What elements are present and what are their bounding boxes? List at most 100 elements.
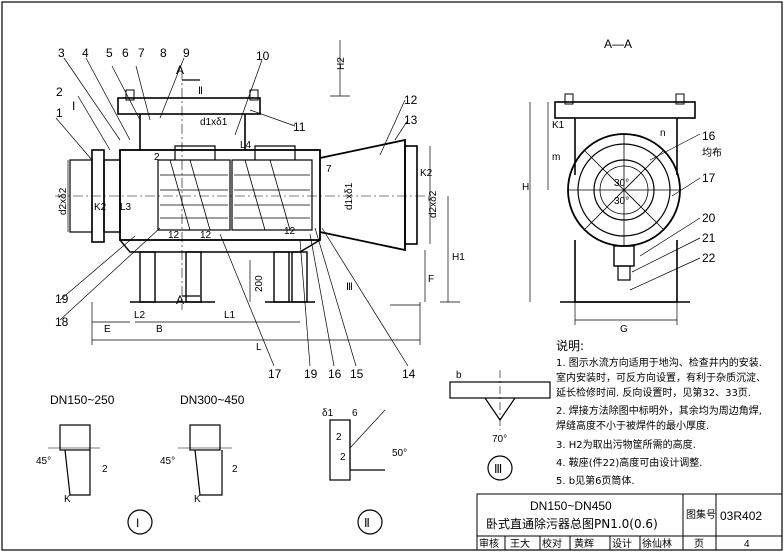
dim-l4: L4 <box>240 140 252 151</box>
review-signature: 王大 <box>510 537 530 550</box>
dim-l: L <box>256 342 262 353</box>
part-8: 8 <box>160 46 167 60</box>
review-label: 审核 <box>479 537 499 550</box>
page-label: 页 <box>694 538 704 550</box>
dim-d2xd2-right: d2xδ2 <box>428 190 439 218</box>
detail-k-b: K <box>194 494 201 505</box>
notes-line-3: 延长检修时间. 反向设置时，见第32、33页. <box>556 386 751 399</box>
part-10: 10 <box>256 49 270 63</box>
cover-bolt-right <box>249 89 259 101</box>
dim-d2xd2-left: d2xδ2 <box>58 187 69 215</box>
detail-drawings <box>48 370 551 535</box>
detail-circle-II: Ⅱ <box>364 516 370 530</box>
top-cover-flange <box>117 97 261 115</box>
detail-dn-small: DN150~250 <box>50 393 115 407</box>
check-label: 校对 <box>542 537 562 550</box>
dim-l3: L3 <box>120 202 132 213</box>
section-uniform-note: 均布 <box>702 147 722 159</box>
dim-e: E <box>104 324 111 335</box>
part-5: 5 <box>106 46 113 60</box>
detail-b: b <box>456 370 462 381</box>
section-title: A—A <box>604 37 632 51</box>
detail-fifty-deg: 50° <box>392 448 407 459</box>
dim-l2: L2 <box>134 310 146 321</box>
part-9: 9 <box>183 46 190 60</box>
section-mark-a-top: A <box>176 63 184 77</box>
notes-line-8: 5. b见第6页筒体. <box>556 474 635 487</box>
section-mark-a-bottom: A <box>176 293 184 307</box>
detail-circle-I: I <box>136 516 139 530</box>
dim-g: G <box>620 324 628 335</box>
section-view <box>529 93 701 325</box>
detail-III-callout: Ⅲ <box>346 282 353 293</box>
notes-heading: 说明: <box>556 338 584 353</box>
main-leader-lines <box>55 57 409 367</box>
detail-two-b: 2 <box>340 452 346 463</box>
detail-I-callout: I <box>72 99 75 113</box>
part-2-inner: 2 <box>154 152 160 163</box>
notes-line-2: 室内安装时，可反方向设置，有利于杂质沉淀、 <box>556 371 766 384</box>
basket-left <box>157 159 231 231</box>
dim-k1: K1 <box>552 120 565 131</box>
part-12-b: 12 <box>168 230 180 241</box>
part-12-d: 12 <box>284 226 296 237</box>
part-14: 14 <box>402 367 416 381</box>
part-12: 12 <box>404 93 418 107</box>
main-view <box>55 40 460 367</box>
notes-line-5: 焊缝高度不小于被焊件的最小厚度. <box>556 419 709 432</box>
part-18: 18 <box>55 315 69 329</box>
dim-h2: H2 <box>336 57 347 70</box>
part-19-b: 19 <box>304 367 318 381</box>
dim-h1: H1 <box>452 252 465 263</box>
basket-hatching <box>160 159 310 231</box>
basket-right <box>231 159 313 231</box>
dim-200: 200 <box>254 275 265 292</box>
dim-d1xd1-outlet: d1xδ1 <box>344 182 355 210</box>
dim-n: n <box>660 128 666 139</box>
notes-line-7: 4. 鞍座(件22)高度可由设计调整. <box>556 456 702 469</box>
detail-two-a: 2 <box>336 432 342 443</box>
detail-angle-45-b: 45° <box>160 456 175 467</box>
part-15: 15 <box>350 367 364 381</box>
part-2: 2 <box>56 85 63 99</box>
title-line-2: 卧式直通除污器总图PN1.0(0.6) <box>486 516 658 531</box>
dim-30-b: 30° <box>614 196 629 207</box>
detail-dn-large: DN300~450 <box>180 393 245 407</box>
detail-III-marker <box>487 455 513 481</box>
detail-six: 6 <box>352 408 358 419</box>
atlas-number: 03R402 <box>720 509 762 523</box>
dim-30-a: 30° <box>614 178 629 189</box>
page-number: 4 <box>744 539 750 550</box>
check-signature: 黄辉 <box>574 537 594 550</box>
part-3: 3 <box>58 46 65 60</box>
detail-angle-45-a: 45° <box>36 456 51 467</box>
section-part-22: 22 <box>702 251 716 265</box>
design-signature: 徐仙林 <box>642 537 672 550</box>
part-19: 19 <box>55 292 69 306</box>
part-7-inner: 7 <box>326 164 332 175</box>
dim-m: m <box>552 152 560 163</box>
outlet-flange <box>404 145 418 245</box>
part-11: 11 <box>293 120 306 134</box>
dim-k2-right: K2 <box>420 168 433 179</box>
detail-num-2-b: 2 <box>232 464 238 475</box>
title-line-1: DN150~DN450 <box>530 499 612 513</box>
part-12-c: 12 <box>200 230 212 241</box>
section-part-16: 16 <box>702 129 716 143</box>
dim-l1: L1 <box>224 310 236 321</box>
detail-I-marker <box>127 509 153 535</box>
detail-seventy-deg: 70° <box>492 434 507 445</box>
section-part-21: 21 <box>702 231 716 245</box>
notes-line-6: 3. H2为取出污物筐所需的高度. <box>556 438 696 451</box>
part-13: 13 <box>404 113 418 127</box>
notes-line-4: 2. 焊接方法除图中标明外，其余均为周边角焊, <box>556 404 762 417</box>
dim-h: H <box>522 182 529 193</box>
section-part-20: 20 <box>702 211 716 225</box>
dim-f: F <box>428 274 434 285</box>
part-17: 17 <box>268 367 282 381</box>
detail-II-callout: Ⅱ <box>198 86 203 97</box>
dim-d1xd1: d1xδ1 <box>200 117 228 128</box>
